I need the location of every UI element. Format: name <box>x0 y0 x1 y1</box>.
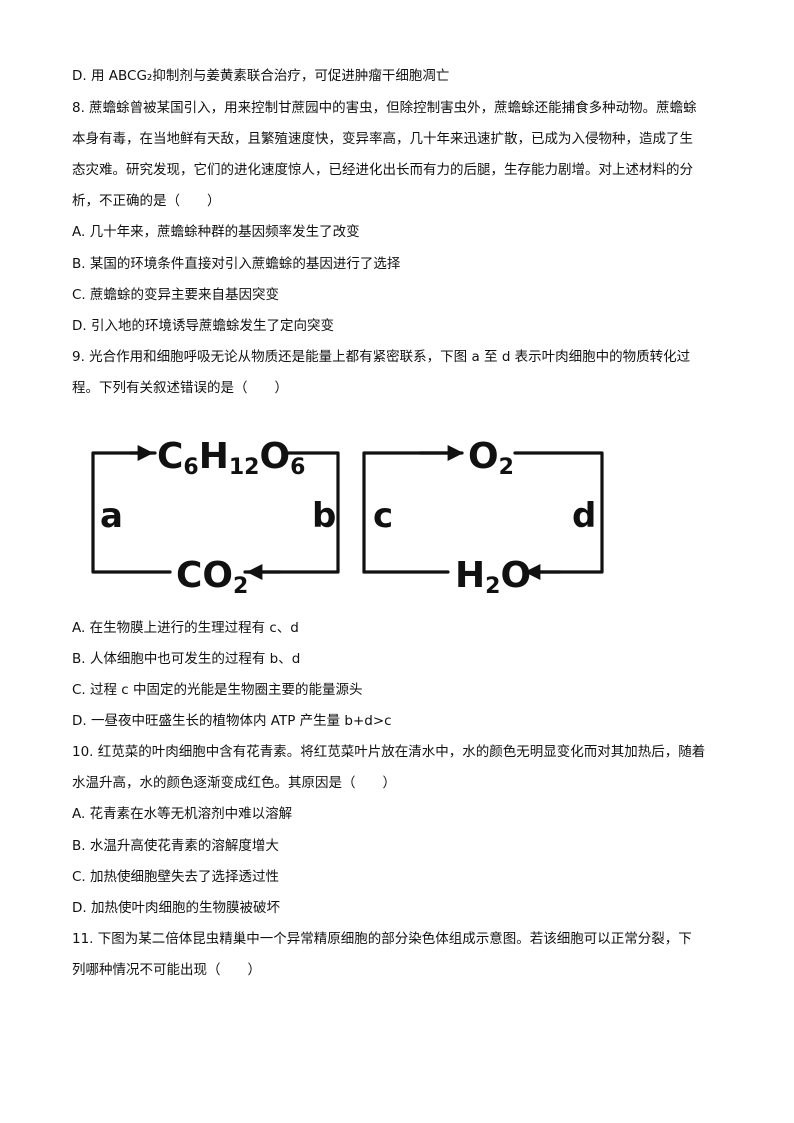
glucose-formula: C6H12O6 <box>157 436 305 480</box>
q8-option-c: C. 蔗蟾蜍的变异主要来自基因突变 <box>72 287 280 303</box>
q10-option-b: B. 水温升高使花青素的溶解度增大 <box>72 838 279 854</box>
label-b: b <box>312 496 336 536</box>
q9-option-b: B. 人体细胞中也可发生的过程有 b、d <box>72 651 301 667</box>
q11-stem-line-2: 列哪种情况不可能出现（ ） <box>72 962 261 978</box>
label-a: a <box>100 496 123 536</box>
q10-stem-line-2: 水温升高，水的颜色逐渐变成红色。其原因是（ ） <box>72 775 396 791</box>
q8-stem-line-1: 8. 蔗蟾蜍曾被某国引入，用来控制甘蔗园中的害虫，但除控制害虫外，蔗蟾蜍还能捕食… <box>72 100 697 116</box>
q10-option-a: A. 花青素在水等无机溶剂中难以溶解 <box>72 806 293 822</box>
q9-option-a: A. 在生物膜上进行的生理过程有 c、d <box>72 620 299 636</box>
right-cycle <box>362 445 604 580</box>
q8-stem-line-4: 析，不正确的是（ ） <box>72 193 221 209</box>
q10-option-d: D. 加热使叶肉细胞的生物膜被破坏 <box>72 900 280 916</box>
o2-formula: O2 <box>468 436 514 480</box>
q10-option-c: C. 加热使细胞壁失去了选择透过性 <box>72 869 280 885</box>
co2-formula: CO2 <box>176 555 248 599</box>
left-cycle <box>91 445 340 580</box>
q7-option-d: D. 用 ABCG₂抑制剂与姜黄素联合治疗，可促进肿瘤干细胞凋亡 <box>72 68 450 84</box>
q10-stem-line-1: 10. 红苋菜的叶肉细胞中含有花青素。将红苋菜叶片放在清水中，水的颜色无明显变化… <box>72 744 706 760</box>
q9-stem-line-1: 9. 光合作用和细胞呼吸无论从物质还是能量上都有紧密联系，下图 a 至 d 表示… <box>72 349 691 365</box>
q8-option-a: A. 几十年来，蔗蟾蜍种群的基因频率发生了改变 <box>72 224 360 240</box>
q8-option-d: D. 引入地的环境诱导蔗蟾蜍发生了定向突变 <box>72 318 334 334</box>
q9-stem-line-2: 程。下列有关叙述错误的是（ ） <box>72 380 288 396</box>
q8-option-b: B. 某国的环境条件直接对引入蔗蟾蜍的基因进行了选择 <box>72 256 401 272</box>
q9-option-c: C. 过程 c 中固定的光能是生物圈主要的能量源头 <box>72 682 363 698</box>
h2o-formula: H2O <box>455 555 531 599</box>
q8-stem-line-3: 态灾难。研究发现，它们的进化速度惊人，已经进化出长而有力的后腿，生存能力剧增。对… <box>72 162 693 178</box>
label-c: c <box>373 496 393 536</box>
q11-stem-line-1: 11. 下图为某二倍体昆虫精巢中一个异常精原细胞的部分染色体组成示意图。若该细胞… <box>72 931 692 947</box>
q9-option-d: D. 一昼夜中旺盛生长的植物体内 ATP 产生量 b+d>c <box>72 713 392 729</box>
label-d: d <box>572 496 596 536</box>
q8-stem-line-2: 本身有毒，在当地鲜有天敌，且繁殖速度快，变异率高，几十年来迅速扩散，已成为入侵物… <box>72 131 693 147</box>
